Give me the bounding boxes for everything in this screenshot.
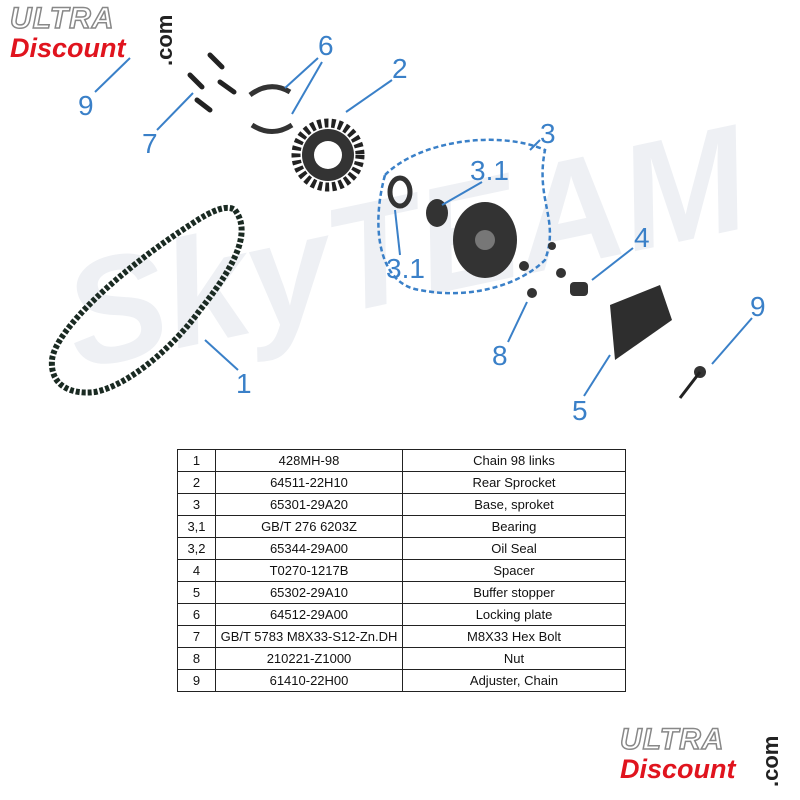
part-number: T0270-1217B — [215, 559, 403, 582]
logo-com-text: .com — [758, 735, 783, 787]
callout-1: 1 — [236, 368, 252, 399]
part-description: M8X33 Hex Bolt — [402, 625, 626, 648]
part-description: Oil Seal — [402, 537, 626, 560]
part-ref: 3 — [177, 493, 216, 516]
base-outline — [377, 138, 552, 295]
callout-3-1-top: 3.1 — [470, 155, 509, 186]
part-number: 64511-22H10 — [215, 471, 403, 494]
rear-sprocket — [291, 118, 365, 192]
part-description: Spacer — [402, 559, 626, 582]
part-ref: 4 — [177, 559, 216, 582]
callout-2: 2 — [392, 53, 408, 84]
callout-8: 8 — [492, 340, 508, 371]
part-description: Chain 98 links — [402, 449, 626, 472]
logo-ultra-text: ULTRA — [619, 723, 725, 756]
callout-9-right: 9 — [750, 291, 766, 322]
logo-discount-text: Discount — [10, 33, 126, 63]
part-description: Base, sproket — [402, 493, 626, 516]
part-number: GB/T 276 6203Z — [215, 515, 403, 538]
callout-6: 6 — [318, 30, 334, 61]
logo-discount-text: Discount — [620, 754, 736, 784]
part-ref: 5 — [177, 581, 216, 604]
part-ref: 3,2 — [177, 537, 216, 560]
part-ref: 9 — [177, 669, 216, 692]
locking-plates — [248, 84, 294, 134]
part-ref: 3,1 — [177, 515, 216, 538]
part-description: Locking plate — [402, 603, 626, 626]
part-number: 65344-29A00 — [215, 537, 403, 560]
part-description: Rear Sprocket — [402, 471, 626, 494]
chain — [48, 204, 245, 396]
part-description: Nut — [402, 647, 626, 670]
callout-9: 9 — [78, 90, 94, 121]
part-number: 64512-29A00 — [215, 603, 403, 626]
hex-bolts — [187, 52, 237, 113]
part-description: Buffer stopper — [402, 581, 626, 604]
callout-4: 4 — [634, 222, 650, 253]
callout-7: 7 — [142, 128, 158, 159]
part-description: Bearing — [402, 515, 626, 538]
part-ref: 2 — [177, 471, 216, 494]
part-number: 65302-29A10 — [215, 581, 403, 604]
part-number: GB/T 5783 M8X33-S12-Zn.DH — [215, 625, 403, 648]
ultra-discount-logo-top: ULTRA Discount .com — [9, 2, 177, 66]
logo-ultra-text: ULTRA — [9, 2, 115, 35]
part-description: Adjuster, Chain — [402, 669, 626, 692]
ultra-discount-logo-bottom: ULTRA Discount .com — [619, 723, 783, 787]
callout-3-1-bottom: 3.1 — [386, 253, 425, 284]
callout-3: 3 — [540, 118, 556, 149]
part-ref: 6 — [177, 603, 216, 626]
logo-com-text: .com — [152, 14, 177, 66]
hub-parts — [387, 175, 706, 399]
part-ref: 8 — [177, 647, 216, 670]
part-ref: 1 — [177, 449, 216, 472]
part-ref: 7 — [177, 625, 216, 648]
exploded-diagram: SkyTEAM — [48, 52, 764, 401]
part-number: 428MH-98 — [215, 449, 403, 472]
part-number: 210221-Z1000 — [215, 647, 403, 670]
part-number: 61410-22H00 — [215, 669, 403, 692]
leader-arrows — [94, 57, 753, 397]
part-number: 65301-29A20 — [215, 493, 403, 516]
callout-5: 5 — [572, 395, 588, 426]
